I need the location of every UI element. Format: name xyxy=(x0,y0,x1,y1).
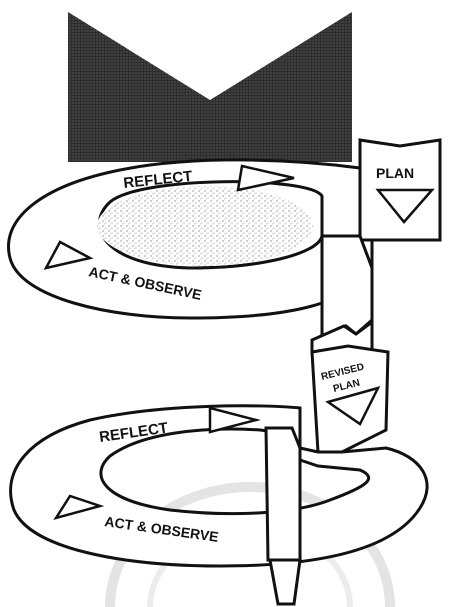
cycle-2: REFLECT REVISED PLAN ACT & OBSERVE xyxy=(11,346,428,604)
cycle-2-stem xyxy=(266,428,300,560)
top-shaded-wedge xyxy=(68,12,352,162)
cycle-2-bottom-spike xyxy=(270,560,300,604)
cycle-1: REFLECT PLAN ACT & OBSERVE xyxy=(8,140,440,340)
cycle-1-plan-label: PLAN xyxy=(376,165,414,181)
cycle-1-descend-ribbon xyxy=(322,236,372,340)
cycle-1-inner-speckle xyxy=(97,186,313,266)
